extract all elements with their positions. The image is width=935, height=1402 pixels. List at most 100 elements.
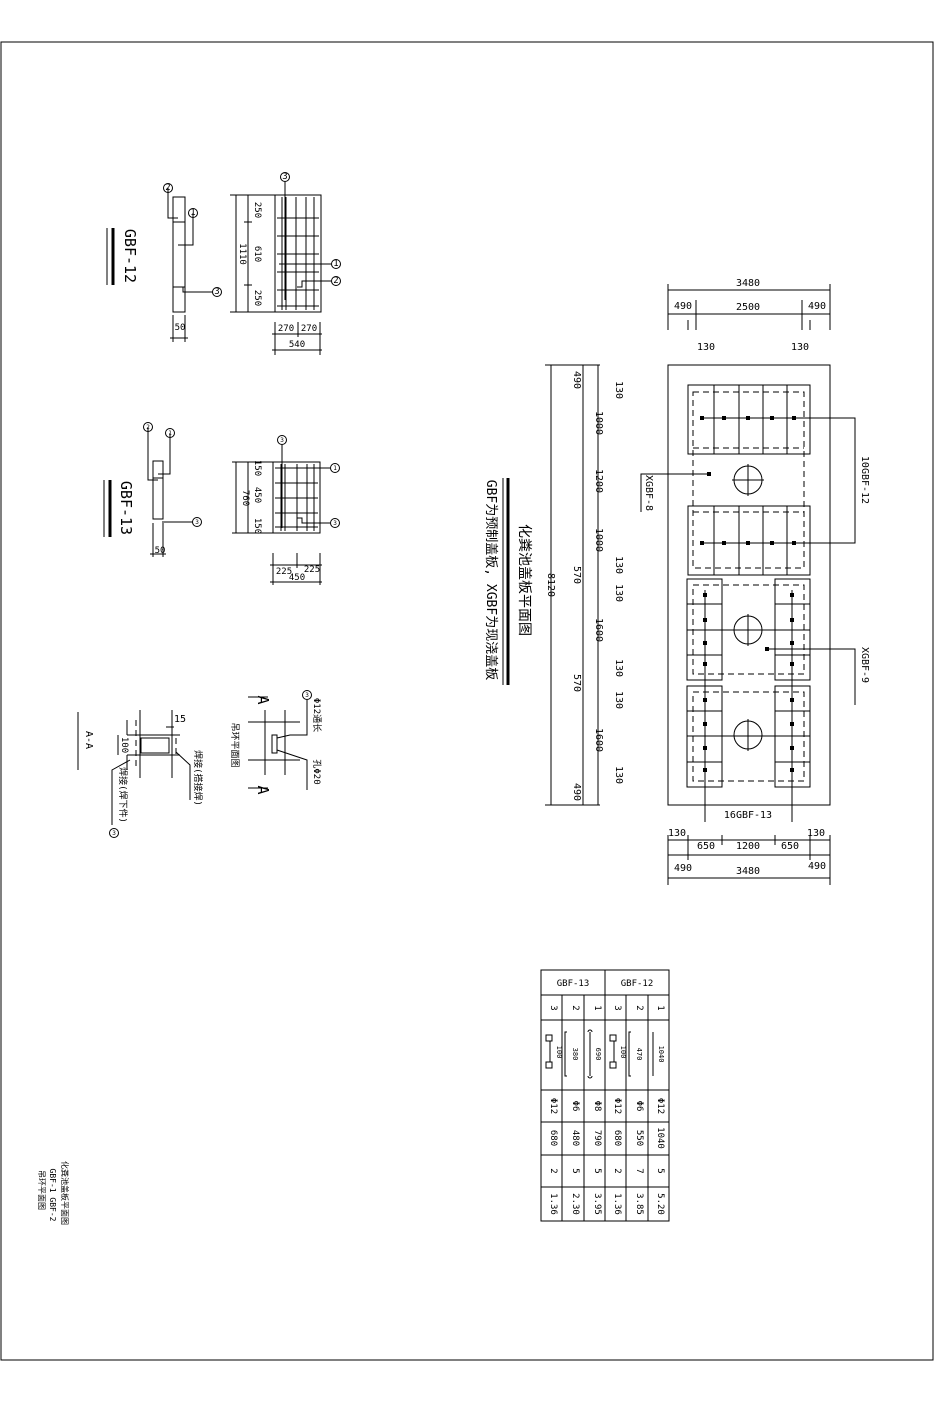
table-cell: 790 [592,1130,602,1146]
cut-mark-bottom: A [254,785,272,794]
dim-top-total: 3480 [736,278,760,289]
dim-w2: 225 [304,565,320,575]
dim-left-outer: 490 [571,783,582,801]
rebar-table: GBF-13 GBF-12 [540,969,670,1222]
table-cell: 100 [619,1046,627,1059]
table-cell: 480 [570,1130,580,1146]
dim-left-inner: 130 [613,766,624,784]
table-cell: 3.85 [634,1193,644,1215]
dim-top: 250 [252,202,262,218]
svg-text:2: 2 [165,183,170,193]
table-cell: 5.20 [655,1193,665,1215]
marker-circle: 3 [112,830,116,837]
table-cell: 1.36 [548,1193,558,1215]
dim-wtotal: 540 [289,340,305,350]
gbf12-panel [687,505,811,576]
dim-bot: 150 [252,518,262,534]
label-gbf13: 16GBF-13 [724,810,772,821]
dim-bottom: 130 [668,828,686,839]
dim-left-inner: 1000 [593,528,604,552]
slab-outline [667,364,831,806]
ring-plan-detail: A A 3 Φ12通长 孔Φ20 吊环平面图 [229,690,323,795]
marker-circles: 2 1 3 3 1 3 [143,422,340,528]
table-cell: 100 [555,1046,563,1059]
xgbf9-outline [692,584,805,675]
table-cell: Φ6 [570,1101,580,1112]
table-cell: Φ12 [612,1098,622,1114]
plan-view [272,461,321,534]
marker-circle: 3 [305,692,309,699]
dim-top-inner-left: 130 [697,342,715,353]
table-cell: 3 [548,1005,558,1010]
main-title: 化粪池盖板平面图 [516,524,532,636]
dim-left-inner: 130 [613,556,624,574]
svg-text:1: 1 [190,208,195,218]
label-gbf12: 10GBF-12 [859,456,870,504]
dim-top: 150 [252,460,262,476]
dim-top-left: 490 [674,301,692,312]
table-group-header: GBF-12 [621,979,654,989]
main-subtitle: GBF为预制盖板, XGBF为现浇盖板 [483,480,498,680]
weld-label-bottom: 焊接(焊下件) [117,767,129,823]
table-cell: 1 [592,1005,602,1010]
hole-label: 孔Φ20 [311,759,322,784]
table-cell: 2 [570,1005,580,1010]
dim-bot: 250 [252,290,262,306]
svg-text:3: 3 [195,519,199,526]
dim-top-mid: 2500 [736,302,760,313]
table-cell: 2 [634,1005,644,1010]
dim-w1: 225 [276,567,292,577]
side-view [152,460,164,520]
table-cell: 3.95 [592,1193,602,1215]
dim-total: 760 [240,490,250,506]
gbf12-title: GBF-12 [121,229,139,283]
gbf12-detail: GBF-12 50 250 610 250 1110 270 270 540 2 [106,172,341,355]
dim-total: 1110 [237,243,247,265]
dim-15: 15 [174,714,186,725]
dim-mid: 610 [252,246,262,262]
svg-text:2: 2 [333,276,338,286]
svg-text:1: 1 [168,430,172,437]
ring-caption: 吊环平面图 [229,722,240,767]
table-cell: 380 [571,1048,579,1061]
main-title-block: 化粪池盖板平面图 GBF为预制盖板, XGBF为现浇盖板 [483,478,532,685]
dim-left-inner: 1600 [593,728,604,752]
weld-label-top: 焊接(搭接焊) [192,750,204,806]
table-cell: 5 [570,1168,580,1173]
dim-left-inner: 1000 [593,411,604,435]
table-cell: 1040 [655,1127,665,1149]
dim-left-outer: 490 [571,371,582,389]
sheet-border [0,41,934,1361]
table-cell: Φ8 [592,1101,602,1112]
table-cell: Φ12 [548,1098,558,1114]
table-cell: Φ12 [655,1098,665,1114]
dim-left-outer: 570 [571,566,582,584]
label-xgbf9: XGBF-9 [859,647,870,683]
table-cell: 1 [655,1005,665,1010]
dim-mid: 450 [252,487,262,503]
cut-mark-top: A [254,695,272,704]
table-cell: 1040 [657,1046,665,1063]
dim-bottom: 490 [808,861,826,872]
svg-text:3: 3 [333,520,337,527]
note-line: GBF-1 GBF-2 [48,1169,57,1222]
dim-left-inner: 130 [613,584,624,602]
table-cell: 470 [635,1048,643,1061]
label-xgbf8: XGBF-8 [643,475,654,511]
table-cell: 690 [594,1048,602,1061]
rebar-label: Φ12通长 [311,698,323,732]
dim-w2: 270 [301,324,317,334]
dim-left-outer: 570 [571,674,582,692]
table-group-header: GBF-13 [557,979,590,989]
table-cell: 550 [634,1130,644,1146]
dim-thickness: 50 [155,546,166,556]
dim-left-inner: 1200 [593,469,604,493]
svg-text:3: 3 [214,287,219,297]
dim-left-total: 8120 [545,573,556,597]
dim-bottom: 650 [781,841,799,852]
table-cell: 7 [634,1168,644,1173]
dim-bottom: 490 [674,863,692,874]
svg-text:2: 2 [146,424,150,431]
dim-wtotal: 450 [289,573,305,583]
